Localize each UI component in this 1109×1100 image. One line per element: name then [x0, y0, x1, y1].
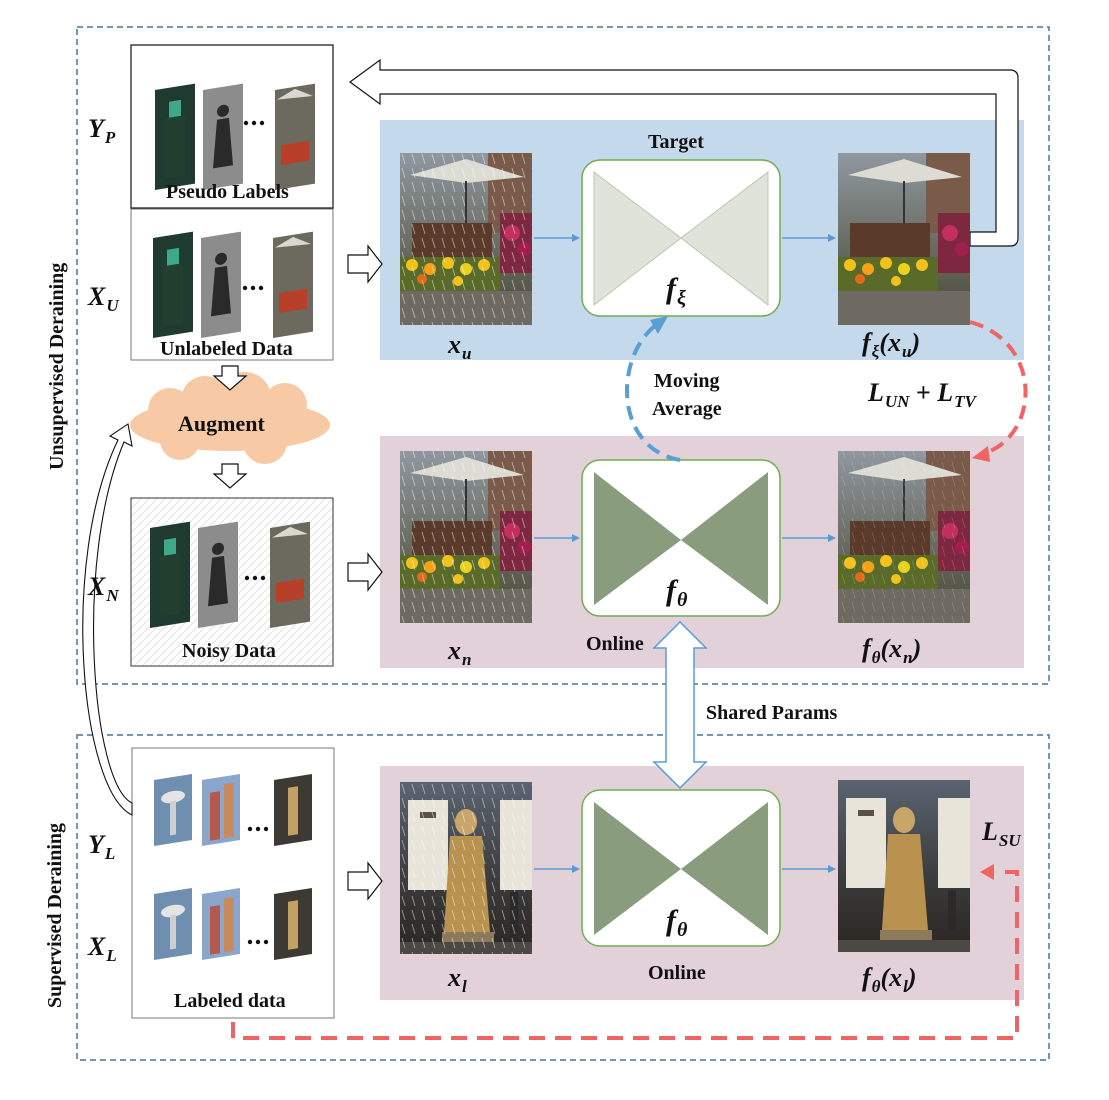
labeled-data-caption: Labeled data [174, 990, 286, 1012]
caption-xu: xu [448, 330, 472, 363]
unsupervised-frame [76, 26, 1050, 685]
unsup-loss-arrow [969, 320, 1028, 456]
f-xi-symbol: fξ [666, 272, 686, 309]
caption-fxi-xu: fξ(xu) [862, 328, 921, 361]
caption-xl: xl [448, 963, 467, 996]
caption-xn: xn [448, 636, 472, 669]
moving-average-line2: Average [652, 398, 722, 420]
unsup-loss-label: LUN + LTV [868, 378, 976, 411]
light-rain-overlay [838, 451, 970, 623]
shared-params-arrow [652, 620, 708, 790]
unsupervised-section-title: Unsupervised Deraining [46, 262, 68, 470]
image-fth-xl [838, 780, 970, 952]
supervised-frame [76, 734, 1050, 1061]
image-fxi-xu [837, 152, 971, 326]
f-theta-symbol: fθ [666, 574, 688, 611]
unsup-loss-arrowhead [972, 446, 990, 462]
rain-overlay-xu [400, 153, 532, 325]
var-yp: YP [88, 114, 116, 147]
augment-label: Augment [178, 411, 265, 436]
supervised-section-title: Supervised Deraining [44, 822, 66, 1008]
online-label: Online [586, 633, 644, 655]
online-label-bottom: Online [648, 962, 706, 984]
rain-overlay-xn [400, 451, 532, 623]
moving-average-arrowhead [650, 316, 668, 334]
augment-cloud [130, 372, 330, 464]
input-arrow-online [347, 552, 383, 592]
moving-average-arrow [624, 320, 681, 462]
online-network [581, 459, 781, 617]
unlabeled-images [153, 231, 313, 338]
input-arrow-supervised [347, 861, 383, 901]
target-network [581, 159, 781, 317]
var-xn-set: XN [88, 572, 119, 605]
supervised-online-network [581, 789, 781, 947]
rainy-labeled-images [154, 887, 312, 960]
clean-label-images [154, 773, 312, 846]
unlabeled-data-caption: Unlabeled Data [160, 338, 293, 360]
sup-loss-label: LSU [982, 817, 1021, 850]
pseudo-label-feedback-arrow [348, 58, 1019, 247]
var-xl-set: XL [88, 932, 117, 965]
arrow-from-augment [212, 463, 248, 489]
pseudo-label-images [155, 83, 315, 190]
arrow-to-augment [212, 365, 248, 391]
noisy-data-caption: Noisy Data [182, 640, 276, 662]
shared-params-label: Shared Params [706, 702, 838, 724]
var-xu-set: XU [88, 282, 119, 315]
moving-average-line1: Moving [654, 370, 720, 392]
sup-loss-arrowhead [980, 864, 994, 880]
pseudo-labels-caption: Pseudo Labels [166, 181, 289, 203]
caption-fth-xn: fθ(xn) [862, 634, 922, 667]
sup-loss-path [231, 870, 1019, 1040]
target-title: Target [648, 131, 704, 153]
caption-fth-xl: fθ(xl) [862, 963, 917, 996]
labeled-to-augment-arrow [82, 423, 133, 816]
rain-overlay-xl [400, 782, 532, 954]
noisy-images [150, 521, 310, 628]
var-yl: YL [88, 830, 116, 863]
ellipsis-dots [242, 120, 269, 945]
flow-arrows [534, 234, 836, 873]
input-arrow-target [347, 244, 383, 284]
f-theta-bottom-symbol: fθ [666, 904, 688, 941]
